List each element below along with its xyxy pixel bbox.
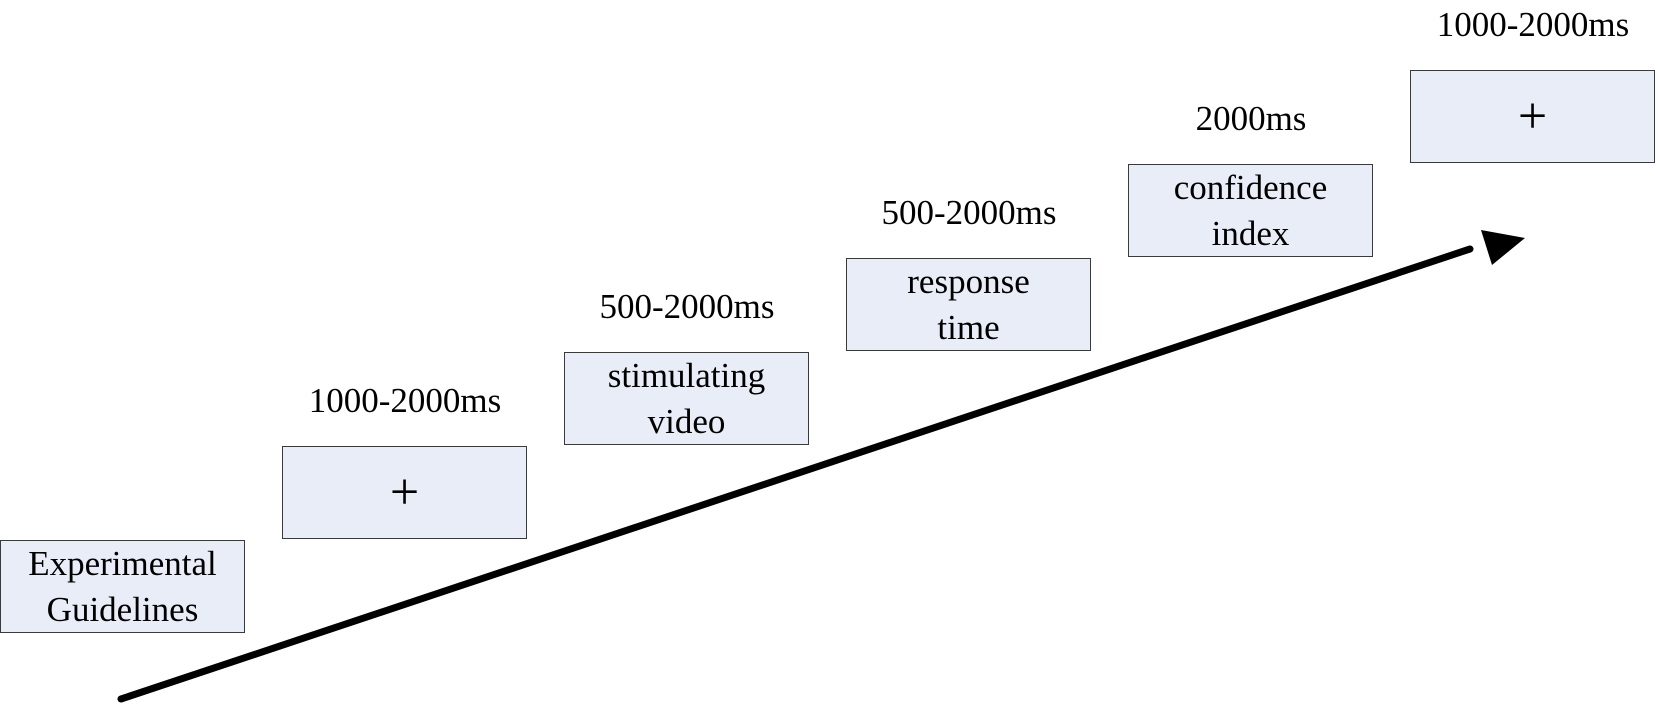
timeline-arrow-head [1481, 230, 1525, 265]
fixation-cross-icon: + [389, 463, 420, 521]
step-fixation-2-duration: 1000-2000ms [1436, 5, 1630, 44]
step-response-time-duration: 500-2000ms [881, 193, 1057, 232]
step-experimental-guidelines-box: Experimental Guidelines [0, 540, 245, 633]
step-response-time-box: response time [846, 258, 1091, 351]
step-confidence-index-label: confidence index [1173, 167, 1328, 253]
step-fixation-1-duration: 1000-2000ms [308, 381, 502, 420]
step-experimental-guidelines-label: Experimental Guidelines [28, 543, 217, 629]
step-fixation-2-box: + [1410, 70, 1655, 163]
step-confidence-index-duration: 2000ms [1195, 99, 1307, 138]
fixation-cross-icon: + [1517, 87, 1548, 145]
step-confidence-index-box: confidence index [1128, 164, 1373, 257]
step-stimulating-video-box: stimulating video [564, 352, 809, 445]
step-stimulating-video-duration: 500-2000ms [599, 287, 775, 326]
step-response-time-label: response time [907, 261, 1030, 347]
step-fixation-1-box: + [282, 446, 527, 539]
step-stimulating-video-label: stimulating video [607, 355, 766, 441]
timeline-arrow-shaft [117, 245, 1474, 703]
